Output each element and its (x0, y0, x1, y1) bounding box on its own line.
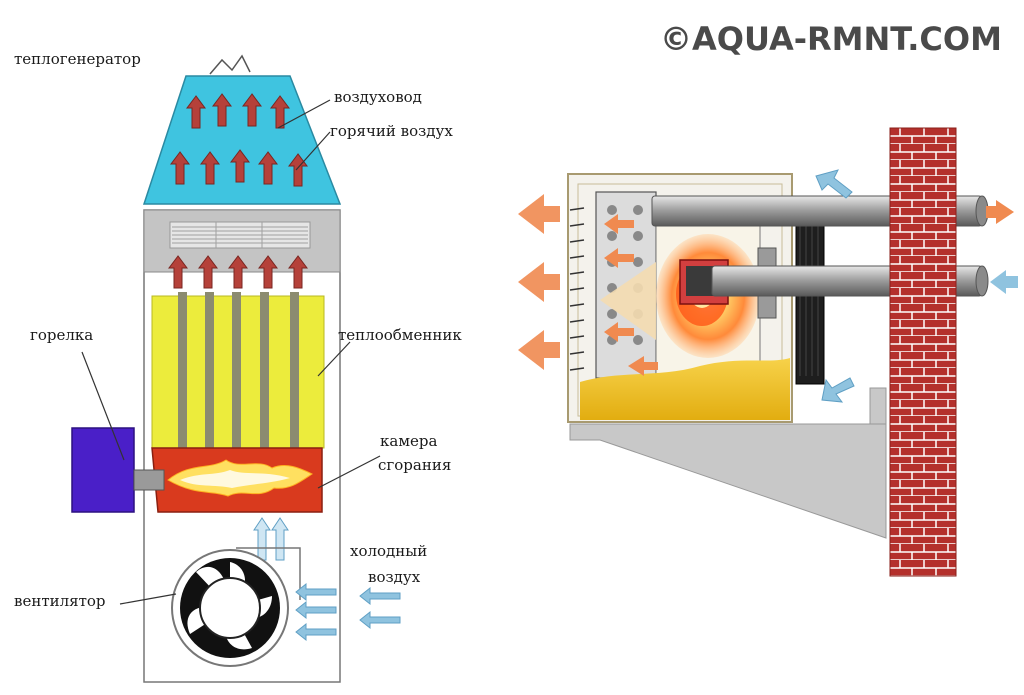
burner-nozzle (133, 469, 165, 491)
leader-lines (81, 99, 381, 605)
watermark: ©AQUA-RMNT.COM (660, 20, 1002, 58)
label-combustion-chamber-2: сгорания (378, 456, 451, 474)
exchanger-tubes (178, 292, 299, 448)
cold-air-arrows (295, 583, 401, 641)
brick-wall (889, 127, 957, 577)
warm-air-out-arrows (518, 194, 560, 370)
label-cold-air-2: воздух (368, 568, 421, 586)
fuel-bed (580, 358, 790, 420)
label-heat-exchanger: теплообменник (338, 326, 462, 344)
label-burner: горелка (30, 326, 93, 344)
label-heat-generator: теплогенератор (14, 50, 141, 68)
burner (71, 427, 135, 513)
cold-air-top-arrow (815, 169, 853, 199)
label-combustion-chamber-1: камера (380, 432, 437, 450)
label-air-duct: воздуховод (334, 88, 422, 106)
heat-generator (71, 54, 401, 683)
front-louvers (569, 207, 585, 371)
air-duct (142, 75, 342, 205)
internal-hot-arrows (604, 214, 658, 376)
label-fan: вентилятор (14, 592, 106, 610)
label-cold-air-1: холодный (350, 542, 427, 560)
cold-air-bottom-arrow (821, 377, 855, 403)
installed-unit (518, 127, 1018, 577)
concrete-base (569, 423, 887, 539)
exhaust-arrow (986, 200, 1014, 224)
intake-arrow (990, 270, 1018, 294)
fan (171, 549, 289, 667)
label-hot-air: горячий воздух (330, 122, 453, 140)
